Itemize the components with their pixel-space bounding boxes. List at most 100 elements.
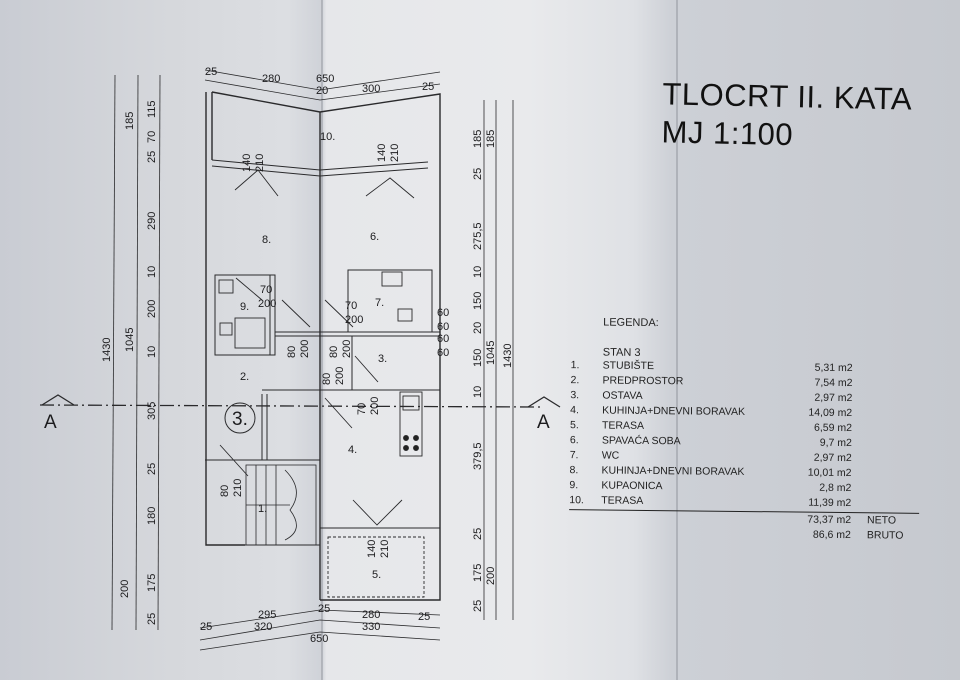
dim-left-115: 115	[146, 100, 158, 118]
opening-5-w: 140	[366, 540, 378, 558]
opening-8-w: 140	[241, 154, 253, 172]
opening-7-h: 200	[345, 314, 363, 326]
legend-heading: LEGENDA:	[603, 316, 659, 330]
window-dim-1: 60	[437, 307, 449, 319]
dim-right-185: 185	[472, 130, 484, 148]
dim-right-1430: 1430	[502, 344, 514, 368]
dim-right-275-5: 275,5	[472, 222, 484, 250]
svg-text:25: 25	[418, 611, 430, 623]
dim-right-10a: 10	[472, 266, 484, 278]
dim-right-150a: 150	[472, 292, 484, 310]
room-label-5: 5.	[372, 569, 381, 581]
interior-walls	[205, 269, 440, 546]
dim-left-25b: 25	[146, 463, 158, 475]
dim-right-25a: 25	[472, 168, 484, 180]
dim-right-175: 175	[472, 564, 484, 582]
window-dim-3: 60	[437, 333, 449, 345]
dim-left-25c: 25	[146, 613, 158, 625]
opening-6-w: 140	[376, 144, 388, 162]
dim-right-150b: 150	[472, 349, 484, 367]
opening-6-h: 210	[389, 144, 401, 162]
opening-2-h: 200	[299, 340, 311, 358]
opening-7-w: 70	[345, 300, 357, 312]
dim-left-10b: 10	[146, 346, 158, 358]
room-label-6: 6.	[370, 231, 379, 243]
opening-4-w: 70	[356, 403, 368, 415]
section-label-left: A	[44, 412, 57, 433]
svg-text:330: 330	[362, 621, 380, 633]
svg-text:295: 295	[258, 609, 276, 621]
room-label-1: 1.	[258, 503, 267, 515]
section-label-right: A	[537, 412, 550, 433]
opening-5-h: 210	[379, 540, 391, 558]
svg-text:650: 650	[310, 633, 328, 645]
unit-marker-circle	[224, 402, 256, 434]
dim-left-200b: 200	[119, 580, 131, 598]
dim-left-175: 175	[146, 574, 158, 592]
unit-number: 3.	[232, 409, 248, 430]
sanitary-fixtures	[218, 271, 413, 349]
dim-right-20: 20	[472, 322, 484, 334]
dim-left-200: 200	[146, 300, 158, 318]
opening-3a-h: 200	[341, 340, 353, 358]
dim-left-1430: 1430	[101, 338, 113, 362]
dim-left-180: 180	[146, 507, 158, 525]
opening-4-h: 200	[369, 397, 381, 415]
room-label-10: 10.	[320, 131, 335, 143]
opening-8-h: 210	[254, 154, 266, 172]
opening-1-h: 210	[232, 479, 244, 497]
svg-text:25: 25	[318, 603, 330, 615]
window-dim-2: 60	[437, 321, 449, 333]
terrace-outline	[327, 536, 425, 598]
dim-right-mid-1045: 1045	[485, 341, 497, 365]
dim-left-1045: 1045	[124, 328, 136, 352]
opening-3a-w: 80	[328, 346, 340, 358]
paper-fold-right	[676, 0, 678, 680]
opening-3b-w: 80	[321, 373, 333, 385]
dim-right-mid-185: 185	[485, 130, 497, 148]
svg-text:20: 20	[316, 85, 328, 97]
dimension-lines	[111, 69, 514, 651]
opening-1-w: 80	[219, 485, 231, 497]
opening-9-w: 70	[260, 284, 272, 296]
room-label-4: 4.	[348, 444, 357, 456]
dim-left-70: 70	[146, 131, 158, 143]
svg-text:25: 25	[205, 66, 217, 78]
dim-left-10a: 10	[146, 266, 158, 278]
kitchen-counter	[399, 391, 423, 457]
title-scale: MJ 1:100	[661, 114, 794, 153]
svg-text:280: 280	[262, 73, 280, 85]
room-label-7: 7.	[375, 297, 384, 309]
dim-left-290: 290	[146, 212, 158, 230]
svg-text:300: 300	[362, 83, 380, 95]
dim-left-305: 305	[146, 402, 158, 420]
title-line-1: TLOCRT II. KATA	[662, 76, 913, 117]
door-swings	[219, 169, 415, 526]
section-line	[39, 394, 561, 408]
paper-fold-left	[321, 0, 323, 680]
room-label-2: 2.	[240, 371, 249, 383]
svg-text:280: 280	[362, 609, 380, 621]
opening-2-w: 80	[286, 346, 298, 358]
svg-text:650: 650	[316, 73, 334, 85]
svg-text:25: 25	[422, 81, 434, 93]
room-label-8: 8.	[262, 234, 271, 246]
dim-right-379-5: 379,5	[472, 442, 484, 470]
dim-left-185: 185	[124, 112, 136, 130]
staircase	[245, 464, 317, 546]
room-label-3: 3.	[378, 353, 387, 365]
dimension-labels: 25 280 650 300 25 20 25 295 25 280 25 32…	[200, 66, 434, 645]
drawing-title: TLOCRT II. KATA MJ 1:100	[661, 75, 912, 156]
dim-left-25a: 25	[146, 151, 158, 163]
dim-right-mid-200: 200	[485, 567, 497, 585]
window-dim-4: 60	[437, 347, 449, 359]
dim-right-25b: 25	[472, 528, 484, 540]
opening-3b-h: 200	[334, 367, 346, 385]
room-label-9: 9.	[240, 301, 249, 313]
opening-9-h: 200	[258, 298, 276, 310]
svg-text:320: 320	[254, 621, 272, 633]
svg-text:25: 25	[200, 621, 212, 633]
dim-right-25c: 25	[472, 600, 484, 612]
